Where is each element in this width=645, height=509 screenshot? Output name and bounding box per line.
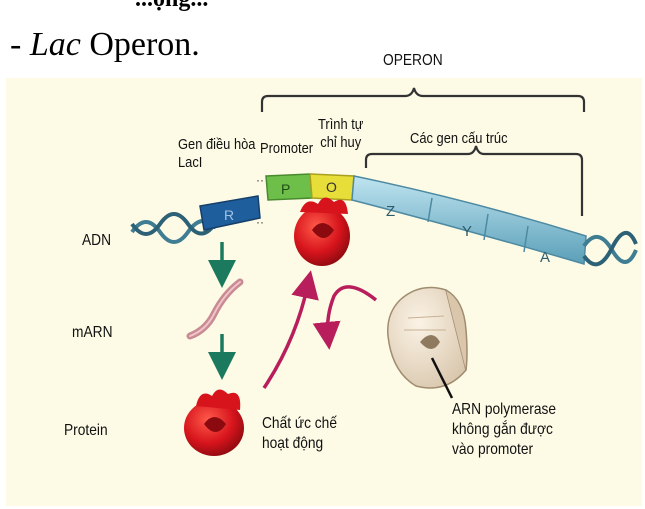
segment-p-label: P xyxy=(281,181,290,197)
operon-label: OPERON xyxy=(383,52,443,70)
segment-a-label: A xyxy=(540,249,550,266)
segment-o-label: O xyxy=(326,179,337,195)
rna-polymerase-icon xyxy=(388,288,467,388)
polymerase-label: ARN polymerase không gắn được vào promot… xyxy=(452,400,556,460)
dna-helix-right xyxy=(584,233,636,264)
repressor-bound-icon xyxy=(294,197,350,266)
polymerase-line-1: ARN polymerase xyxy=(452,400,556,420)
blocked-polymerase-arrow xyxy=(328,287,376,336)
structural-genes-segment xyxy=(352,176,586,264)
polymerase-line-3: vào promoter xyxy=(452,440,556,460)
marn-row-label: mARN xyxy=(72,324,113,342)
regulator-gene-line-1: Gen điều hòa xyxy=(178,136,255,154)
segment-y-label: Y xyxy=(462,223,472,240)
operator-line-1: Trình tự xyxy=(318,116,363,134)
regulator-gene-line-2: LacI xyxy=(178,154,255,172)
polymerase-line-2: không gắn được xyxy=(452,420,556,440)
repressor-line-1: Chất ức chế xyxy=(262,414,337,434)
repressor-binding-arrow xyxy=(264,284,308,388)
operator-label: Trình tự chỉ huy xyxy=(318,116,363,152)
segment-z-label: Z xyxy=(386,203,395,220)
repressor-label: Chất ức chế hoạt động xyxy=(262,414,337,454)
regulator-gene-label: Gen điều hòa LacI xyxy=(178,136,255,172)
operon-bracket xyxy=(262,88,584,112)
protein-row-label: Protein xyxy=(64,422,108,440)
gap-dots-bottom: ·· xyxy=(256,215,264,229)
repressor-protein-icon xyxy=(184,389,244,456)
gap-dots-top: ·· xyxy=(256,173,264,187)
promoter-label: Promoter xyxy=(260,140,313,157)
structural-genes-label: Các gen cấu trúc xyxy=(410,130,508,147)
repressor-line-2: hoạt động xyxy=(262,434,337,454)
segment-r-label: R xyxy=(224,207,234,223)
mrna-strand-icon xyxy=(190,282,240,336)
operator-line-2: chỉ huy xyxy=(318,134,363,152)
adn-row-label: ADN xyxy=(82,232,111,250)
